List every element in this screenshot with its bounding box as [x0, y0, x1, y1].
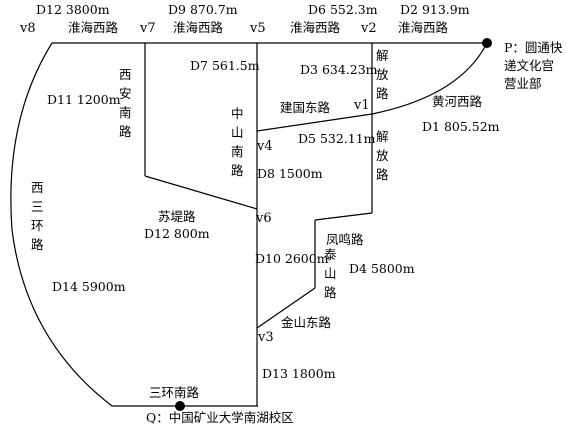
label-d9: D9 870.7m — [168, 2, 238, 17]
road-label-fengming: 凤鸣路 — [326, 232, 364, 247]
svg-text:放: 放 — [376, 148, 389, 163]
road-label-jianguo-dong: 建国东路 — [280, 100, 331, 115]
label-d4: D4 5800m — [349, 261, 415, 276]
point-p-marker — [482, 38, 492, 48]
label-d8: D8 1500m — [257, 166, 323, 181]
road-jinshan-dong — [256, 287, 316, 329]
label-d6: D6 552.3m — [308, 2, 378, 17]
svg-text:三: 三 — [31, 199, 44, 214]
svg-text:解: 解 — [376, 48, 389, 63]
label-d7: D7 561.5m — [190, 58, 260, 73]
node-v2: v2 — [360, 21, 377, 36]
svg-text:路: 路 — [324, 285, 337, 300]
svg-text:P：圆通快: P：圆通快 — [504, 40, 563, 55]
svg-text:环: 环 — [31, 218, 44, 233]
node-v5: v5 — [249, 21, 266, 36]
label-d12-suti: D12 800m — [144, 226, 210, 241]
road-label-jiefang-1: 解 放 路 — [376, 48, 389, 101]
label-d10: D10 2600m — [255, 251, 329, 266]
road-suti — [144, 175, 258, 210]
place-p-label: P：圆通快 递文化宫 营业部 — [504, 40, 563, 91]
road-label-suti: 苏堤路 — [158, 209, 196, 224]
svg-text:南: 南 — [231, 144, 244, 159]
node-v1: v1 — [353, 98, 370, 113]
road-label-huaihai-4: 淮海西路 — [398, 20, 449, 35]
label-d11: D11 1200m — [47, 92, 121, 107]
road-label-zhongshan-nan: 中 山 南 路 — [231, 106, 244, 178]
label-d1: D1 805.52m — [422, 119, 500, 134]
svg-text:营业部: 营业部 — [504, 76, 542, 91]
svg-text:递文化宫: 递文化宫 — [504, 58, 554, 73]
road-label-huanghe-xi: 黄河西路 — [432, 94, 483, 109]
road-label-huaihai-3: 淮海西路 — [290, 20, 341, 35]
road-label-huaihai-2: 淮海西路 — [173, 20, 224, 35]
svg-text:中: 中 — [231, 106, 244, 121]
svg-text:泰: 泰 — [324, 247, 337, 262]
svg-text:放: 放 — [376, 67, 389, 82]
road-label-xisanhuan: 西 三 环 路 — [31, 180, 44, 252]
road-label-huaihai-1: 淮海西路 — [68, 20, 119, 35]
svg-text:路: 路 — [119, 124, 132, 139]
point-q-marker — [175, 401, 185, 411]
node-v6: v6 — [255, 211, 272, 226]
label-d14: D14 5900m — [52, 279, 126, 294]
road-label-jiefang-2: 解 放 路 — [376, 129, 389, 182]
road-huanghe-xi — [371, 42, 488, 115]
svg-text:安: 安 — [119, 86, 132, 101]
node-v8: v8 — [19, 21, 36, 36]
svg-text:路: 路 — [231, 163, 244, 178]
road-xisanhuan — [10, 42, 113, 407]
svg-text:山: 山 — [324, 266, 337, 281]
node-v4: v4 — [256, 139, 273, 154]
label-d13: D13 1800m — [262, 366, 336, 381]
svg-text:路: 路 — [31, 237, 44, 252]
road-fengming — [314, 212, 373, 221]
label-d3: D3 634.23m — [300, 62, 378, 77]
svg-text:西: 西 — [31, 180, 44, 195]
road-label-xian-nan: 西 安 南 路 — [119, 67, 132, 139]
svg-text:路: 路 — [376, 86, 389, 101]
svg-text:路: 路 — [376, 167, 389, 182]
label-d12-top: D12 3800m — [36, 2, 110, 17]
label-d2: D2 913.9m — [400, 2, 470, 17]
svg-text:解: 解 — [376, 129, 389, 144]
label-d5: D5 532.11m — [298, 131, 376, 146]
svg-text:山: 山 — [231, 125, 244, 140]
road-label-sanhuan-nan: 三环南路 — [149, 385, 200, 400]
node-v3: v3 — [257, 330, 274, 345]
svg-text:南: 南 — [119, 105, 132, 120]
road-label-jinshan-dong: 金山东路 — [281, 315, 332, 330]
road-label-taishan: 泰 山 路 — [324, 247, 337, 300]
road-jianguo-dong — [256, 113, 373, 132]
svg-text:西: 西 — [119, 67, 132, 82]
place-q-label: Q：中国矿业大学南湖校区 — [146, 410, 294, 425]
road-lines — [10, 42, 488, 407]
node-v7: v7 — [139, 21, 156, 36]
